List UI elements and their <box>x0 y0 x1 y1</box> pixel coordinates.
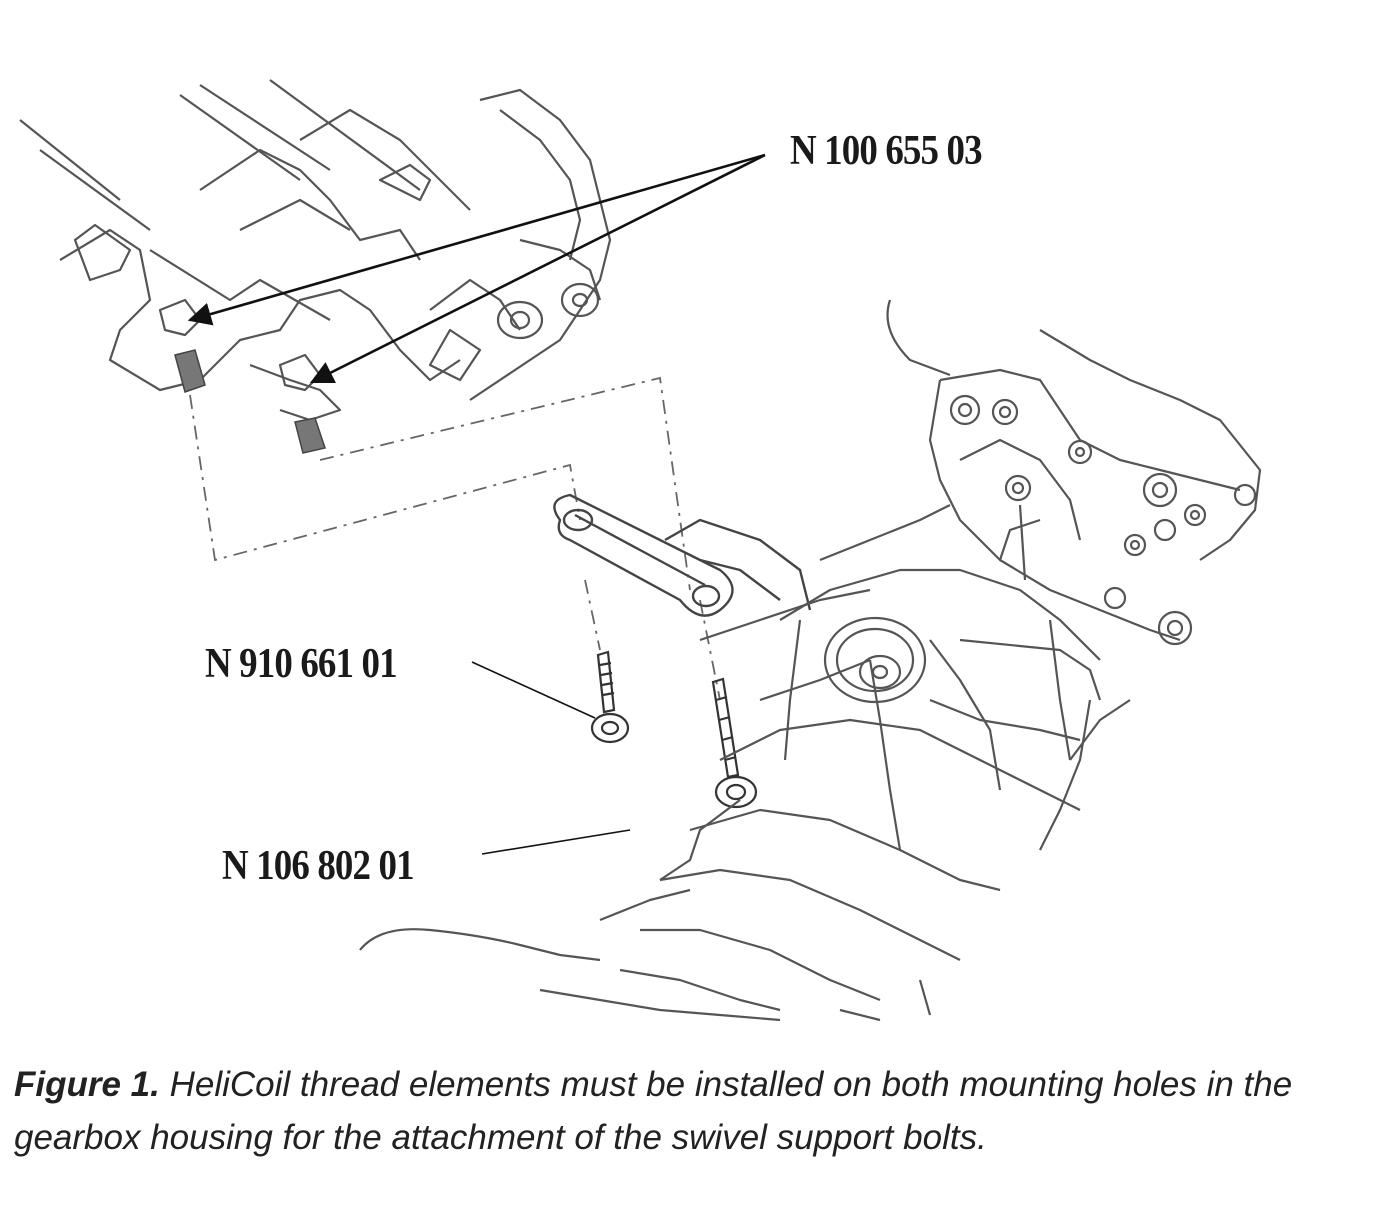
gearbox-diagram <box>19 79 1262 1022</box>
gearbox-housing-upper <box>19 79 612 422</box>
assembly-guide-lines <box>189 376 721 701</box>
figure-caption: Figure 1. HeliCoil thread elements must … <box>14 1058 1354 1164</box>
part-number-label-top: N 100 655 03 <box>790 128 983 174</box>
bolt-short <box>590 650 630 744</box>
leader-bolt-long <box>481 829 631 855</box>
figure-caption-label: Figure 1. <box>14 1065 160 1104</box>
part-number-label-bottom: N 106 802 01 <box>222 843 415 889</box>
helicoil-inserts <box>174 349 326 454</box>
bolt-long <box>711 677 758 809</box>
leader-bolt-short <box>471 661 596 719</box>
part-number-label-middle: N 910 661 01 <box>205 641 398 687</box>
callout-leaders <box>187 153 766 855</box>
gearbox-housing-lower <box>359 299 1262 1022</box>
arrow-to-hole-left <box>187 153 766 326</box>
swivel-support <box>553 493 812 617</box>
figure-caption-text: HeliCoil thread elements must be install… <box>14 1065 1293 1157</box>
arrow-to-hole-right <box>309 153 766 384</box>
